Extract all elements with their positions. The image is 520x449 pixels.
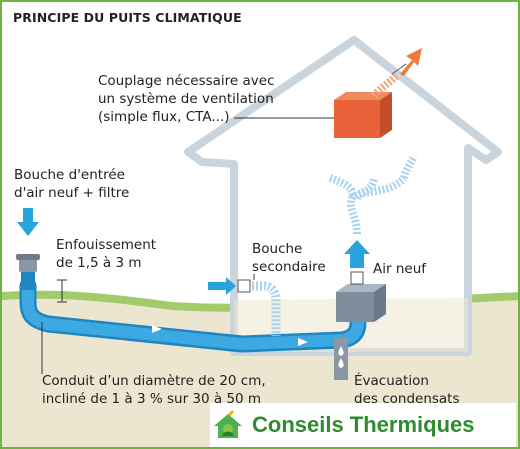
secondary-flex-duct (248, 281, 281, 336)
depth-label-line1: Enfouissement (56, 237, 157, 253)
distribution-flex-ducts (328, 154, 418, 235)
condensate-box (336, 284, 386, 322)
coupling-label-line1: Couplage nécessaire avec (98, 73, 275, 89)
exhaust-arrow (400, 48, 422, 76)
diagram-title: PRINCIPE DU PUITS CLIMATIQUE (13, 10, 242, 25)
fresh-air-arrow (344, 240, 370, 268)
coupling-label-line2: un système de ventilation (98, 91, 274, 107)
drain-drop (338, 346, 344, 356)
drain-label-line1: Évacuation (354, 373, 429, 389)
secondary-label-line1: Bouche (252, 241, 303, 257)
secondary-label-line2: secondaire (252, 259, 326, 275)
brand-logo[interactable]: Conseils Thermiques (210, 403, 516, 447)
ventilation-unit (334, 100, 380, 138)
duct-label-line2: incliné de 1 à 3 % sur 30 à 50 m (42, 391, 262, 407)
inlet-down-arrow (17, 208, 39, 236)
inlet-cap (19, 258, 37, 272)
duct-flow-arrows (152, 325, 308, 346)
inlet-label-line2: d'air neuf + filtre (14, 185, 130, 201)
inlet-label-line1: Bouche d'entrée (14, 167, 125, 183)
brand-name: Conseils Thermiques (252, 412, 475, 437)
duct-label-line1: Conduit d’un diamètre de 20 cm, (42, 373, 266, 389)
coupling-label-line3: (simple flux, CTA...) (98, 109, 230, 125)
secondary-inlet-arrow (208, 277, 236, 295)
fresh-air-connector (350, 271, 364, 285)
secondary-vent-grille (237, 279, 251, 293)
fresh-air-label: Air neuf (373, 261, 426, 277)
depth-label-line2: de 1,5 à 3 m (56, 255, 142, 271)
house-logo-icon (214, 410, 242, 438)
